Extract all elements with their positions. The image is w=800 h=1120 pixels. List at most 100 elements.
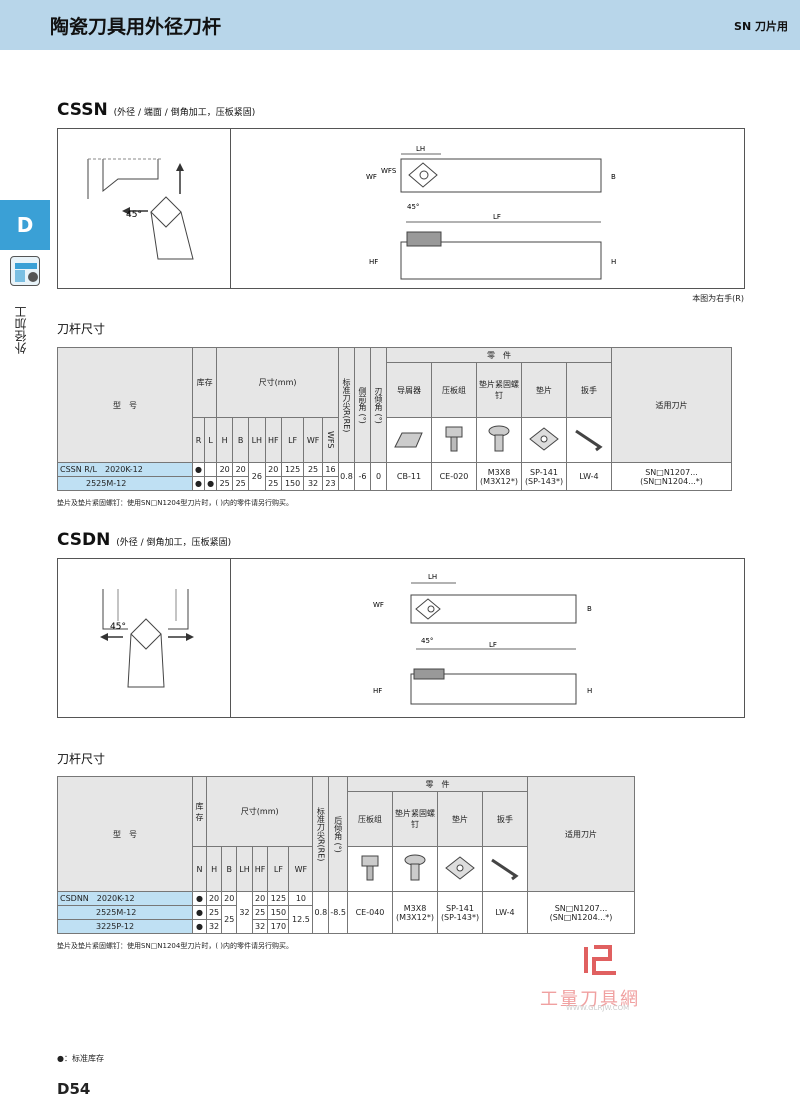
table-row: CSSN R/L 2020K-12 ● 20 20 26 20 125 25 1… (57, 462, 732, 491)
table-row: 2525M-12 ● ● 25 25 25 150 32 23 (57, 476, 732, 491)
cssn-figure: 45° LH WF WFS B 45° LF HF H (57, 128, 745, 289)
csdn-cell: 32 (205, 919, 223, 934)
wrench-icon (566, 417, 612, 463)
csdn-cell: SN□N1207...(SN□N1204...*) (527, 891, 635, 934)
csdn-cell: 25 (205, 905, 223, 920)
cssn-h-wrench: 扳手 (566, 362, 612, 418)
cssn-h-model: 型 号 (57, 347, 193, 463)
watermark-url: WWW.GLRJW.COM (566, 1004, 630, 1012)
cssn-cell: 23 (321, 476, 340, 491)
cssn-row-model: 2525M-12 (57, 476, 193, 491)
cssn-h-clamp: 压板组 (431, 362, 477, 418)
cssn-cell: ● (191, 476, 206, 491)
csdn-cell: 32 (236, 891, 253, 934)
cssn-cell: 125 (281, 462, 305, 477)
screw-icon (476, 417, 522, 463)
csdn-hf-label: HF (373, 687, 382, 695)
csdn-col-lf: LF (267, 846, 290, 892)
csdn-row-model: 3225P-12 (57, 919, 193, 934)
csdn-col-h: H (205, 846, 223, 892)
wrench-icon (482, 846, 528, 892)
cssn-cell: 20 (264, 462, 283, 477)
cssn-cell: 25 (232, 476, 250, 491)
cssn-lh-label: LH (416, 145, 425, 153)
csdn-h-stock: 库存 (192, 776, 207, 847)
csdn-desc: (外径 / 倒角加工，压板紧固) (116, 538, 232, 548)
csdn-cell: 170 (267, 919, 290, 934)
stock-legend: ●：标准库存 (57, 1054, 104, 1063)
table-row: 2525M-12 ● 25 25 25 150 12.5 (57, 905, 635, 934)
cssn-cell: SN□N1207...(SN□N1204...*) (611, 462, 732, 491)
cssn-cell: SP-141(SP-143*) (521, 462, 567, 491)
csdn-cell: -8.5 (328, 891, 348, 934)
csdn-cell: 32 (251, 919, 269, 934)
csdn-cell: ● (192, 891, 207, 906)
csdn-table-title: 刀杆尺寸 (57, 752, 106, 766)
csdn-lh-label: LH (428, 573, 437, 581)
page-header: 陶瓷刀具用外径刀杆 SN 刀片用 (0, 0, 800, 50)
csdn-h-rake: 后倾角 (°) (328, 776, 348, 892)
csdn-cell: ● (192, 919, 207, 934)
csdn-h-model: 型 号 (57, 776, 193, 892)
csdn-cell: SP-141(SP-143*) (437, 891, 483, 934)
csdn-col-wf: WF (288, 846, 314, 892)
cssn-angle-label: 45° (126, 210, 142, 220)
csdn-col-n: N (192, 846, 207, 892)
cssn-h-parts: 零 件 (386, 347, 612, 363)
cssn-col-lh: LH (248, 417, 266, 463)
csdn-h-dims: 尺寸(mm) (205, 776, 314, 847)
cssn-col-lf: LF (281, 417, 305, 463)
cssn-cell: 25 (264, 476, 283, 491)
cssn-lf-label: LF (493, 213, 501, 221)
shim-icon (437, 846, 483, 892)
csdn-footnote: 垫片及垫片紧固螺钉：使用SN□N1204型刀片时，( )内的零件请另行购买。 (57, 942, 294, 950)
cssn-col-l: L (204, 417, 218, 463)
csdn-col-lh: LH (236, 846, 253, 892)
cssn-cell: CE-020 (431, 462, 477, 491)
csdn-h-shim: 垫片 (437, 791, 483, 847)
csdn-lf-label: LF (489, 641, 497, 649)
cssn-h-insert: 适用刀片 (611, 347, 732, 463)
csdn-cell: 150 (267, 905, 290, 920)
cssn-top-diagram: LH WF WFS B 45° LF HF H (366, 145, 616, 280)
cssn-col-hf: HF (264, 417, 283, 463)
csdn-row-model: CSDNN 2020K-12 (57, 891, 193, 906)
cssn-cell: LW-4 (566, 462, 612, 491)
chapter-tab[interactable]: D (0, 200, 50, 250)
cssn-cell: ● (191, 462, 206, 477)
cssn-b-label: B (611, 173, 616, 181)
page-subtitle: SN 刀片用 (734, 20, 788, 33)
csdn-cell: 25 (251, 905, 269, 920)
csdn-cell: 25 (221, 905, 238, 934)
watermark-logo-icon (584, 945, 616, 975)
csdn-h-clamp: 压板组 (347, 791, 393, 847)
csdn-code: CSDN (57, 530, 111, 550)
csdn-top-diagram: LH WF B 45° LF HF H (373, 573, 592, 705)
csdn-side-diagram: 45° (100, 589, 194, 688)
cssn-h-side-angle: 侧前角 (°) (354, 347, 371, 463)
cssn-cell: 0 (370, 462, 387, 491)
cssn-code: CSSN (57, 100, 108, 120)
cssn-h-stock: 库存 (191, 347, 218, 418)
cssn-wfs-label: WFS (381, 167, 397, 175)
csdn-h-wrench: 扳手 (482, 791, 528, 847)
cssn-h-dims: 尺寸(mm) (216, 347, 339, 418)
cssn-cell: 26 (248, 462, 266, 491)
csdn-row-model: 2525M-12 (57, 905, 193, 920)
cssn-cell: 32 (303, 476, 323, 491)
cssn-cell: CB-11 (386, 462, 432, 491)
cssn-section-title: CSSN (外径 / 端面 / 倒角加工，压板紧固) (57, 100, 255, 120)
csdn-h-insert: 适用刀片 (527, 776, 635, 892)
csdn-h-parts: 零 件 (347, 776, 528, 792)
csdn-cell: 0.8 (312, 891, 330, 934)
cssn-hf-label: HF (369, 258, 378, 266)
clamp-icon (431, 417, 477, 463)
cssn-h-screw: 垫片紧固螺钉 (476, 362, 522, 418)
csdn-figure: 45° LH WF B 45° LF HF H (57, 558, 745, 718)
cssn-side-diagram: 45° (87, 158, 194, 260)
cssn-h-shim: 垫片 (521, 362, 567, 418)
csdn-col-b: B (221, 846, 238, 892)
cssn-h-rake: 刃倾角 (°) (370, 347, 387, 463)
csdn-h-screw: 垫片紧固螺钉 (392, 791, 438, 847)
cssn-col-b: B (232, 417, 250, 463)
